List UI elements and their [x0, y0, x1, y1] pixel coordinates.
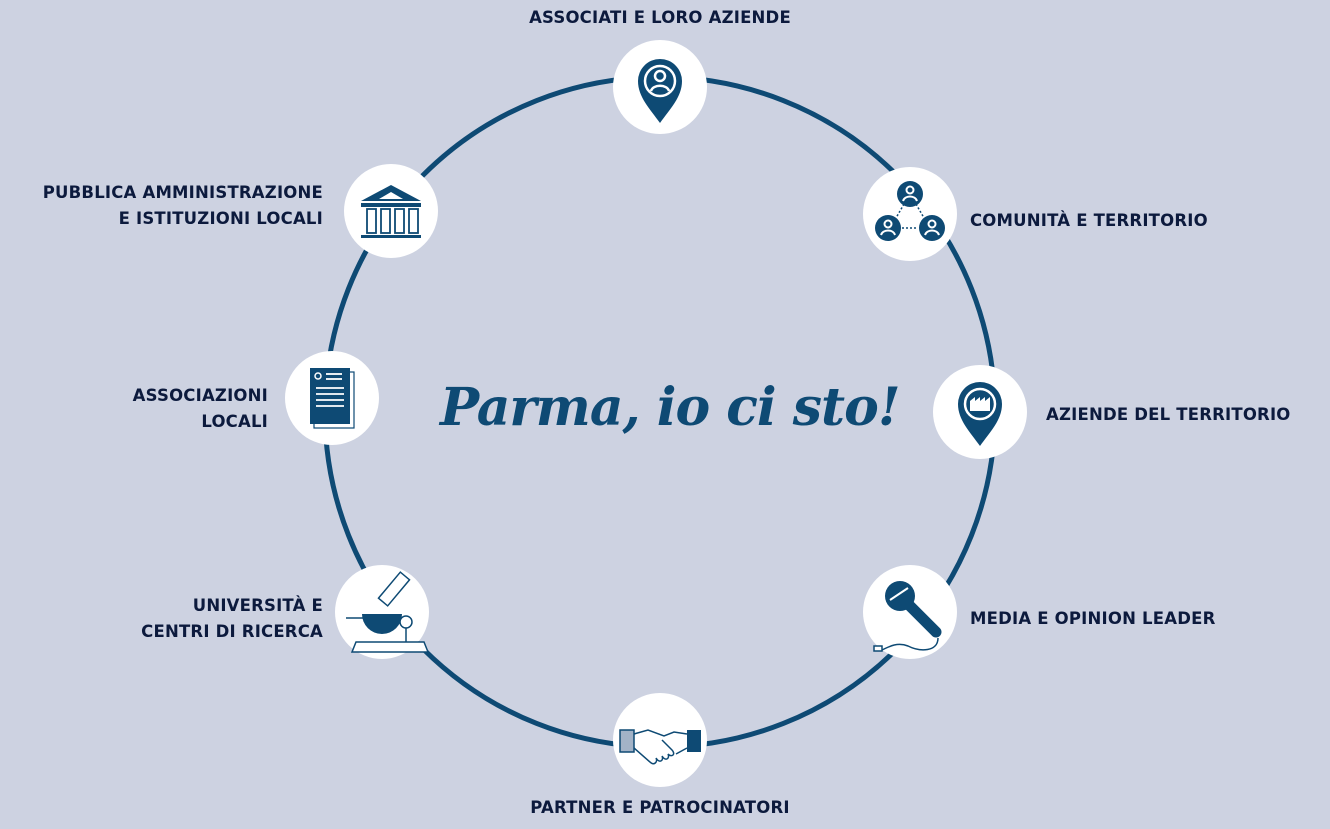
node-pa: [344, 164, 438, 258]
user-pin-icon: [638, 59, 682, 123]
label-line: ASSOCIATI E LORO AZIENDE: [529, 8, 791, 27]
node-associazioni: [285, 351, 379, 445]
node-aziende: [933, 365, 1027, 459]
label-line: COMUNITÀ E TERRITORIO: [970, 211, 1208, 230]
node-comunita: [863, 167, 957, 261]
microscope-icon: [346, 571, 430, 653]
label-line: ASSOCIAZIONI: [132, 386, 268, 405]
node-partner: [613, 693, 707, 787]
slogan-title: Parma, io ci sto!: [440, 377, 901, 438]
label-line: MEDIA E OPINION LEADER: [970, 609, 1216, 628]
label-partner: PARTNER E PATROCINATORI: [460, 795, 860, 821]
label-line: UNIVERSITÀ E: [192, 596, 323, 615]
document-icon: [310, 368, 355, 429]
label-line: CENTRI DI RICERCA: [141, 622, 323, 641]
community-icon: [875, 181, 945, 241]
factory-pin-icon: [958, 382, 1002, 446]
label-line: PARTNER E PATROCINATORI: [530, 798, 790, 817]
label-line: E ISTITUZIONI LOCALI: [118, 209, 323, 228]
label-media: MEDIA E OPINION LEADER: [970, 606, 1215, 632]
handshake-icon: [619, 729, 701, 765]
node-universita: [335, 565, 430, 659]
institution-icon: [361, 185, 421, 238]
label-line: AZIENDE DEL TERRITORIO: [1046, 405, 1291, 424]
node-media: [863, 565, 957, 659]
label-pa: PUBBLICA AMMINISTRAZIONE E ISTITUZIONI L…: [5, 180, 323, 232]
label-associazioni: ASSOCIAZIONI LOCALI: [20, 383, 268, 435]
label-aziende: AZIENDE DEL TERRITORIO: [1046, 402, 1291, 428]
label-line: LOCALI: [201, 412, 268, 431]
microphone-icon: [873, 581, 942, 652]
node-associati: [613, 40, 707, 134]
label-universita: UNIVERSITÀ E CENTRI DI RICERCA: [20, 593, 323, 645]
label-line: PUBBLICA AMMINISTRAZIONE: [42, 183, 323, 202]
label-associati: ASSOCIATI E LORO AZIENDE: [460, 5, 860, 31]
label-comunita: COMUNITÀ E TERRITORIO: [970, 208, 1208, 234]
